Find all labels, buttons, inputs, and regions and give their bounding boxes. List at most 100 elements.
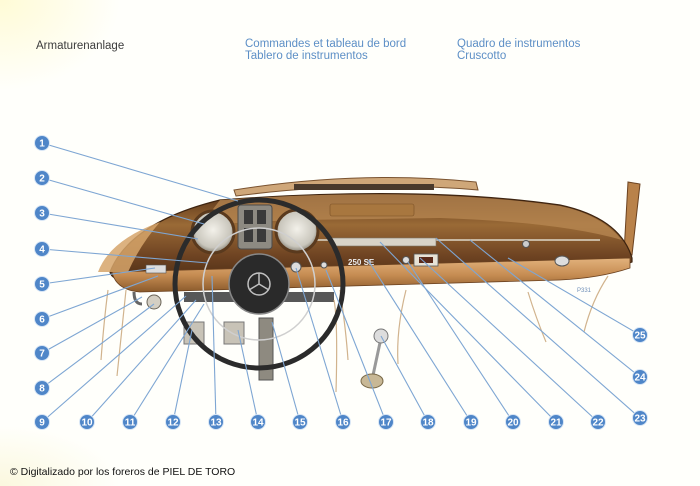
leader-line-10 xyxy=(86,299,197,423)
callout-24: 24 xyxy=(632,369,648,385)
title-french-spanish: Commandes et tableau de bord Tablero de … xyxy=(245,38,406,62)
leader-line-11 xyxy=(129,303,205,423)
leader-line-15 xyxy=(271,321,301,423)
leader-line-2 xyxy=(41,177,205,225)
footer-credit: © Digitalizado por los foreros de PIEL D… xyxy=(10,466,236,478)
dashboard-top-pad xyxy=(200,194,622,240)
callout-7: 7 xyxy=(34,345,50,361)
callout-number: 2 xyxy=(39,174,45,185)
callout-number: 7 xyxy=(39,349,45,360)
glovebox-handle xyxy=(554,255,570,267)
callout-14: 14 xyxy=(250,414,266,430)
callout-circle xyxy=(122,414,138,430)
callout-number: 17 xyxy=(380,418,392,429)
callout-number: 22 xyxy=(592,418,604,429)
callout-circle xyxy=(632,410,648,426)
leader-line-13 xyxy=(211,275,217,423)
leader-line-6 xyxy=(41,275,159,320)
callout-23: 23 xyxy=(632,410,648,426)
callout-25: 25 xyxy=(632,327,648,343)
accelerator-pedal xyxy=(258,317,274,381)
title-italian: Quadro de instrumentos Cruscotto xyxy=(457,38,580,62)
callout-circle xyxy=(34,205,50,221)
callout-circle xyxy=(548,414,564,430)
title-italian-2: Cruscotto xyxy=(457,50,507,62)
leader-line-23 xyxy=(435,237,641,419)
callout-circle xyxy=(208,414,224,430)
center-instrument-cluster xyxy=(237,204,273,250)
left-cowl xyxy=(98,222,160,272)
callout-20: 20 xyxy=(505,414,521,430)
a-pillar xyxy=(623,181,641,256)
leader-line-5 xyxy=(41,267,156,285)
callout-number: 19 xyxy=(465,418,477,429)
gear-lever xyxy=(370,337,383,381)
callout-circle xyxy=(463,414,479,430)
figure-code: P331 xyxy=(577,288,592,294)
callout-1: 1 xyxy=(34,135,50,151)
leader-line-1 xyxy=(41,142,239,202)
steering-wheel-rim xyxy=(172,197,346,371)
callout-circle xyxy=(292,414,308,430)
callout-number: 14 xyxy=(252,418,264,429)
callout-circle xyxy=(34,241,50,257)
leader-line-22 xyxy=(419,257,599,423)
callout-17: 17 xyxy=(378,414,394,430)
leader-line-19 xyxy=(367,259,472,423)
leader-line-9 xyxy=(41,295,187,423)
leader-line-4 xyxy=(41,248,209,264)
callout-9: 9 xyxy=(34,414,50,430)
speaker-grille xyxy=(329,203,415,217)
title-spanish: Tablero de instrumentos xyxy=(245,50,368,62)
callout-22: 22 xyxy=(590,414,606,430)
leader-lines xyxy=(41,142,641,423)
model-badge: 250 SE xyxy=(348,258,375,267)
callout-19: 19 xyxy=(463,414,479,430)
leader-line-18 xyxy=(380,335,429,423)
callout-number: 15 xyxy=(294,418,306,429)
callout-number: 8 xyxy=(39,384,45,395)
callout-15: 15 xyxy=(292,414,308,430)
callout-number: 11 xyxy=(125,418,136,429)
callout-6: 6 xyxy=(34,311,50,327)
callout-number: 4 xyxy=(39,245,45,256)
callout-number: 9 xyxy=(39,418,45,429)
callout-18: 18 xyxy=(420,414,436,430)
ignition-lock xyxy=(290,261,302,273)
heater-controls xyxy=(331,237,437,247)
callout-circle xyxy=(34,135,50,151)
leader-line-14 xyxy=(237,329,259,423)
callout-number: 25 xyxy=(634,331,646,342)
knob xyxy=(402,256,410,264)
horn-ring xyxy=(202,227,316,341)
callout-circle xyxy=(79,414,95,430)
leader-line-7 xyxy=(41,296,143,354)
callout-number: 18 xyxy=(422,418,434,429)
brake-pedal xyxy=(223,321,245,345)
callout-circle xyxy=(378,414,394,430)
callout-circle xyxy=(34,345,50,361)
callout-number: 16 xyxy=(337,418,349,429)
leader-line-8 xyxy=(41,303,155,389)
callout-number: 13 xyxy=(210,418,222,429)
callout-8: 8 xyxy=(34,380,50,396)
callout-number: 12 xyxy=(167,418,179,429)
callout-12: 12 xyxy=(165,414,181,430)
callout-circle xyxy=(165,414,181,430)
callout-11: 11 xyxy=(122,414,138,430)
callout-10: 10 xyxy=(79,414,95,430)
callout-circle xyxy=(34,170,50,186)
callout-number: 5 xyxy=(39,280,45,291)
leader-line-21 xyxy=(379,241,557,423)
callout-circle xyxy=(632,369,648,385)
callout-number: 6 xyxy=(39,315,45,326)
callout-circle xyxy=(34,276,50,292)
callout-circle xyxy=(505,414,521,430)
callout-number: 1 xyxy=(39,139,45,150)
callout-circle xyxy=(632,327,648,343)
defroster-vent xyxy=(294,184,434,190)
leader-line-24 xyxy=(469,239,641,378)
tachometer-gauge xyxy=(190,209,236,255)
